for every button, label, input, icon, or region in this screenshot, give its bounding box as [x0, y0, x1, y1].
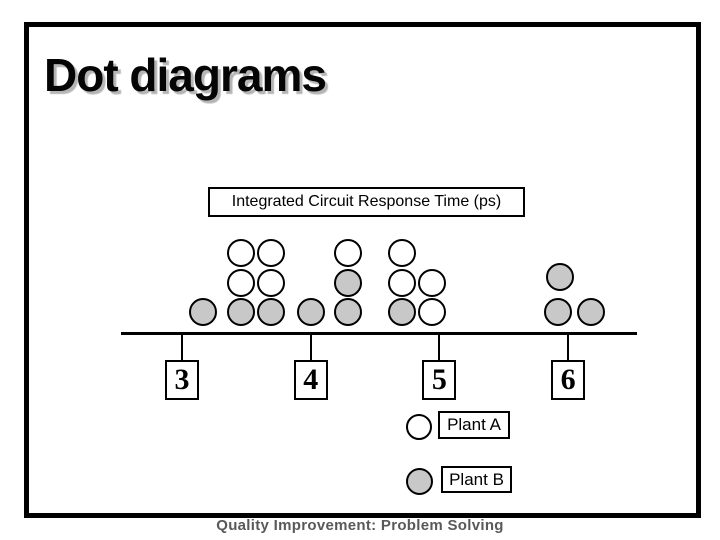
dot-plant-b	[546, 262, 575, 291]
legend-plant-a-label: Plant A	[447, 415, 501, 434]
dot-plant-a	[334, 239, 363, 267]
footer-text: Quality Improvement: Problem Solving	[216, 517, 504, 534]
legend-plant-b-swatch	[406, 468, 433, 495]
dot-plant-b	[334, 298, 363, 326]
dot-plant-a	[256, 239, 285, 267]
axis-tick-label-3: 3	[165, 360, 199, 400]
dot-plant-b	[388, 298, 417, 326]
slide-frame	[24, 22, 701, 518]
legend-plant-a-swatch	[406, 414, 432, 440]
dot-plant-a	[256, 268, 285, 297]
legend-plant-a-box: Plant A	[438, 411, 510, 439]
axis-tick-line-3	[181, 335, 183, 360]
dot-plant-a	[417, 298, 446, 326]
axis-tick-line-4	[309, 335, 312, 360]
dot-plant-b	[296, 298, 325, 326]
axis-tick-label-6: 6	[551, 360, 586, 400]
dot-plant-a	[417, 268, 446, 297]
page-title: Dot diagrams	[44, 49, 327, 101]
dot-plant-b	[577, 298, 606, 326]
chart-title: Integrated Circuit Response Time (ps)	[231, 193, 502, 210]
dot-plant-b	[543, 298, 572, 326]
axis-tick-line-6	[567, 335, 570, 360]
axis-tick-label-5: 5	[422, 360, 457, 400]
axis-tick-label-4: 4	[293, 360, 328, 400]
dot-plant-b	[227, 298, 256, 326]
chart-title-box: Integrated Circuit Response Time (ps)	[208, 187, 525, 217]
x-axis-line	[121, 332, 637, 335]
dot-plant-b	[334, 268, 363, 297]
dot-plant-b	[188, 298, 217, 326]
dot-plant-b	[256, 298, 285, 326]
legend-plant-b-box: Plant B	[441, 466, 512, 493]
dot-plant-a	[388, 268, 417, 297]
dot-plant-a	[227, 268, 256, 297]
legend-plant-b-label: Plant B	[449, 469, 504, 489]
dot-plant-a	[227, 239, 256, 267]
axis-tick-line-5	[438, 335, 441, 360]
dot-plant-a	[388, 239, 417, 267]
